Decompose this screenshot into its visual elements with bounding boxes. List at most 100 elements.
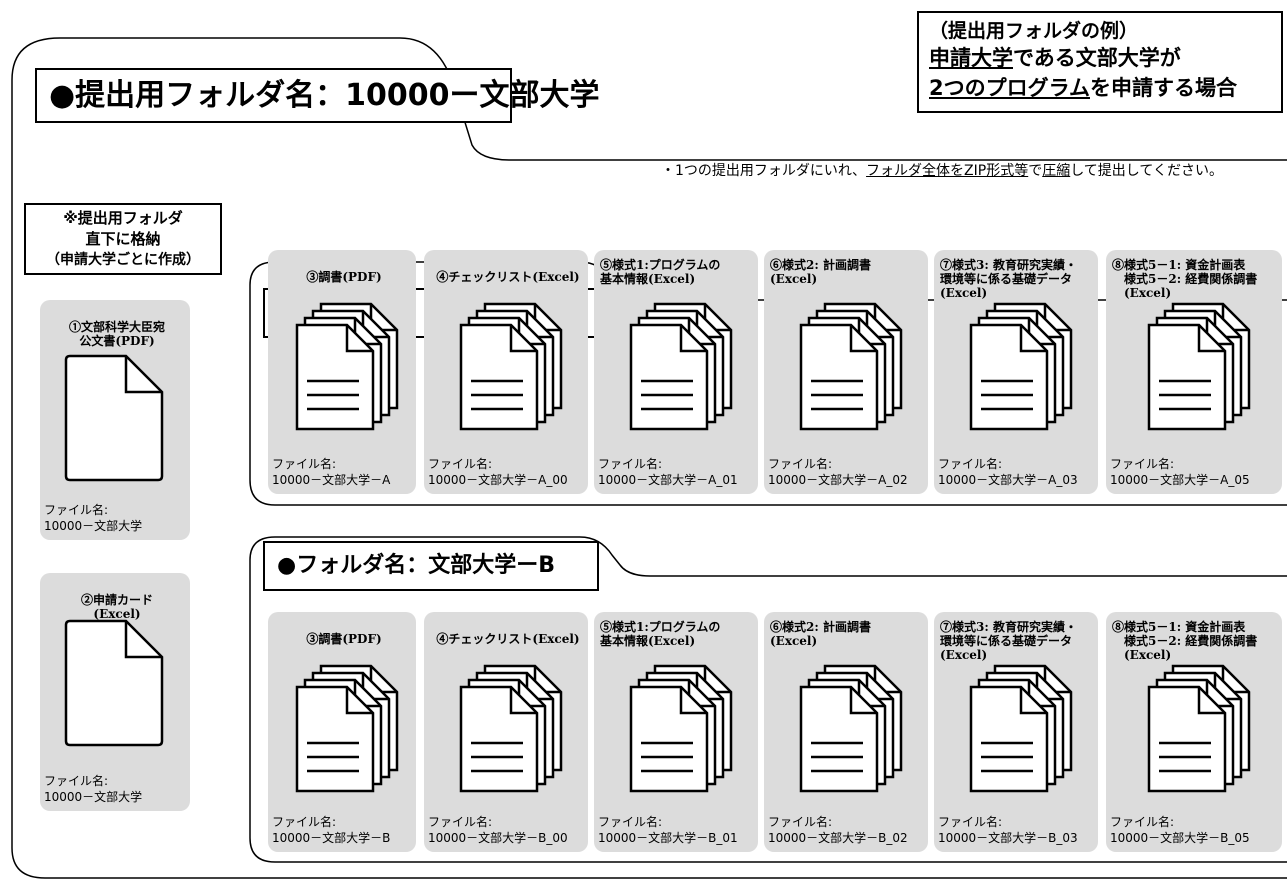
file-title: ①文部科学大臣宛 公文書(PDF) [68, 320, 165, 348]
file-name-label: ファイル名: [44, 503, 109, 517]
file-title: ⑥様式2: 計画調書 (Excel) [770, 620, 871, 648]
card-folder-b-file-6: ⑧様式5－1: 資金計画表 様式5－2: 経費関係調書 (Excel) ファイル名… [1106, 612, 1282, 852]
file-name-label: ファイル名: [272, 815, 337, 829]
direct-label-line-3: （申請大学ごとに作成） [46, 252, 200, 268]
file-name: ファイル名: 10000－文部大学－B_03 [938, 814, 1098, 846]
direct-label-line-1: ※提出用フォルダ [63, 209, 183, 227]
card-folder-b-file-1: ③調書(PDF) ファイル名: 10000－文部大学－B [268, 612, 416, 852]
file-name-value: 10000－文部大学－B [272, 831, 391, 845]
document-stack-icon [969, 664, 1073, 793]
document-stack-icon [799, 302, 903, 431]
document-stack-icon [629, 302, 733, 431]
file-title: ②申請カード (Excel) [80, 593, 153, 621]
card-folder-a-file-4: ⑥様式2: 計画調書 (Excel)ファイル名:10000－文部大学－A_02 [764, 250, 928, 494]
file-name-label: ファイル名: [598, 815, 663, 829]
file-title: ④チェックリスト(Excel) [436, 270, 580, 284]
file-name-value: 10000－文部大学－B_00 [428, 831, 568, 845]
file-name-value: 10000－文部大学 [44, 519, 143, 533]
folder-b-title: ●フォルダ名：文部大学ーB [263, 541, 599, 591]
card-folder-a-file-1: ③調書(PDF) ファイル名: 10000－文部大学－A [268, 250, 416, 494]
file-title: ⑤様式1:プログラムの 基本情報(Excel) [600, 620, 721, 648]
example-line-3-underlined: 2つのプログラム [929, 76, 1090, 100]
file-name-value: 10000－文部大学 [44, 790, 143, 804]
example-line-2-rest: である文部大学が [1013, 46, 1181, 70]
file-name: ファイル名: 10000－文部大学－B [272, 814, 416, 846]
note-prefix: ・1つの提出用フォルダにいれ、 [661, 163, 867, 179]
example-line-3-rest: を申請する場合 [1089, 76, 1237, 100]
file-name: ファイル名: 10000－文部大学－A_00 [428, 456, 588, 488]
file-title: ⑤様式1:プログラムの 基本情報(Excel) [600, 258, 721, 286]
file-name: ファイル名:10000－文部大学－A_03 [938, 456, 1098, 488]
file-name-label: ファイル名: [272, 457, 337, 471]
document-stack-icon [1147, 302, 1251, 431]
card-folder-a-file-3: ⑤様式1:プログラムの 基本情報(Excel) ファイル名: 10000－文部大学－… [594, 250, 758, 494]
card-folder-b-file-2: ④チェックリスト(Excel) ファイル名: 10000－文部大学－B_00 [424, 612, 588, 852]
file-name: ファイル名: 10000－文部大学－B_00 [428, 814, 588, 846]
file-name-label: ファイル名: [428, 815, 493, 829]
file-name-label: ファイル名: [44, 774, 109, 788]
file-name-value: 10000－文部大学－A_03 [938, 473, 1078, 487]
card-folder-b-file-5: ⑦様式3: 教育研究実績・ 環境等に係る基礎データ (Excel) ファイル名: 1… [934, 612, 1098, 852]
file-title: ③調書(PDF) [306, 270, 382, 284]
note-underlined-2: 圧縮 [1042, 163, 1071, 179]
example-line-2: 申請大学である文部大学が [929, 43, 1271, 73]
file-name-label: ファイル名: [1110, 815, 1175, 829]
file-name-label: ファイル名: [768, 815, 833, 829]
example-line-2-underlined: 申請大学 [929, 46, 1013, 70]
card-folder-a-file-2: ④チェックリスト(Excel) ファイル名: 10000－文部大学－A_00 [424, 250, 588, 494]
example-line-1: （提出用フォルダの例） [929, 20, 1139, 42]
card-application-card: ②申請カード (Excel) ファイル名: 10000－文部大学 [40, 573, 190, 811]
file-name: ファイル名: 10000－文部大学－B_05 [1110, 814, 1282, 846]
file-name: ファイル名: 10000－文部大学－A_01 [598, 456, 758, 488]
file-name: ファイル名: 10000－文部大学 [44, 773, 190, 805]
file-name: ファイル名: 10000－文部大学－A [272, 456, 416, 488]
file-name-value: 10000－文部大学－A [272, 473, 391, 487]
file-title: ⑦様式3: 教育研究実績・ 環境等に係る基礎データ (Excel) [940, 620, 1077, 662]
document-icon [64, 354, 164, 482]
file-name-label: ファイル名: [768, 457, 833, 471]
file-name-value: 10000－文部大学－B_02 [768, 831, 908, 845]
note-mid: で [1028, 163, 1043, 179]
file-name-label: ファイル名: [938, 815, 1003, 829]
card-folder-b-file-4: ⑥様式2: 計画調書 (Excel) ファイル名: 10000－文部大学－B_02 [764, 612, 928, 852]
file-name: ファイル名: 10000－文部大学－A_05 [1110, 456, 1282, 488]
note-suffix: して提出してください。 [1070, 163, 1223, 179]
direct-label-line-2: 直下に格納 [85, 230, 161, 248]
document-stack-icon [459, 302, 563, 431]
document-icon [64, 619, 164, 747]
file-name-value: 10000－文部大学－B_03 [938, 831, 1078, 845]
file-name: ファイル名: 10000－文部大学－B_02 [768, 814, 928, 846]
document-stack-icon [295, 664, 399, 793]
card-folder-a-file-6: ⑧様式5－1: 資金計画表 様式5－2: 経費関係調書 (Excel) ファイル名… [1106, 250, 1282, 494]
example-line-3: 2つのプログラムを申請する場合 [929, 73, 1271, 103]
file-name-label: ファイル名: [598, 457, 663, 471]
document-stack-icon [629, 664, 733, 793]
document-stack-icon [295, 302, 399, 431]
file-name-value: 10000－文部大学－A_02 [768, 473, 908, 487]
main-folder-outline [11, 37, 1287, 879]
document-stack-icon [1147, 664, 1251, 793]
file-name-value: 10000－文部大学－A_01 [598, 473, 738, 487]
file-name: ファイル名: 10000－文部大学－B_01 [598, 814, 758, 846]
file-title: ③調書(PDF) [306, 632, 382, 646]
file-name-value: 10000－文部大学－B_05 [1110, 831, 1250, 845]
file-name: ファイル名: 10000－文部大学 [44, 502, 190, 534]
file-title: ⑧様式5－1: 資金計画表 様式5－2: 経費関係調書 (Excel) [1112, 258, 1258, 300]
example-caption-box: （提出用フォルダの例） 申請大学である文部大学が 2つのプログラムを申請する場合 [917, 11, 1283, 113]
file-title: ④チェックリスト(Excel) [436, 632, 580, 646]
document-stack-icon [969, 302, 1073, 431]
document-stack-icon [799, 664, 903, 793]
file-name-label: ファイル名: [1110, 457, 1175, 471]
submission-note: ・1つの提出用フォルダにいれ、フォルダ全体をZIP形式等で圧縮して提出してくださ… [661, 160, 1223, 180]
card-official-document: ①文部科学大臣宛 公文書(PDF) ファイル名: 10000－文部大学 [40, 300, 190, 540]
file-title: ⑧様式5－1: 資金計画表 様式5－2: 経費関係調書 (Excel) [1112, 620, 1258, 662]
file-name-value: 10000－文部大学－B_01 [598, 831, 738, 845]
file-name-value: 10000－文部大学－A_05 [1110, 473, 1250, 487]
file-name-label: ファイル名: [428, 457, 493, 471]
direct-storage-label: ※提出用フォルダ 直下に格納 （申請大学ごとに作成） [24, 203, 222, 275]
file-name: ファイル名: 10000－文部大学－A_02 [768, 456, 928, 488]
document-stack-icon [459, 664, 563, 793]
note-underlined-1: フォルダ全体をZIP形式等 [866, 163, 1029, 179]
file-name-value: 10000－文部大学－A_00 [428, 473, 568, 487]
card-folder-a-file-5: ⑦様式3: 教育研究実績・ 環境等に係る基礎データ (Excel)ファイル名:1… [934, 250, 1098, 494]
